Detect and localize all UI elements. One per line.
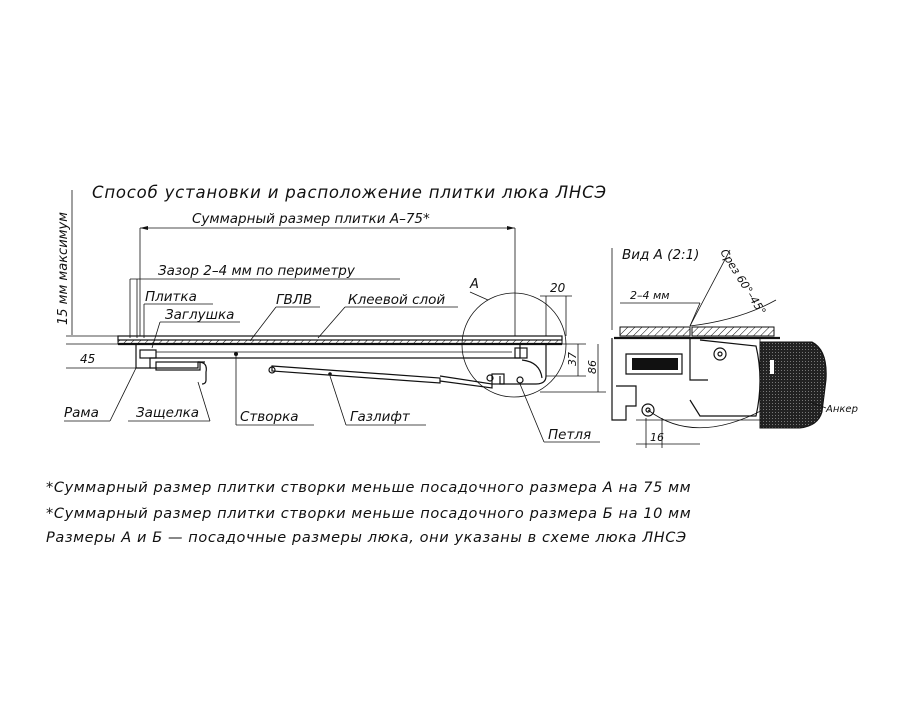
drawing-title: Способ установки и расположение плитки л… [92, 183, 607, 202]
glue-label: Клеевой слой [348, 292, 445, 308]
latch-label: Защелка [136, 405, 199, 421]
dim-86: 86 [586, 360, 599, 374]
dim-37: 37 [566, 352, 579, 366]
gaslift-label: Газлифт [350, 409, 411, 425]
leaf-label: Створка [240, 409, 299, 425]
note-1: *Суммарный размер плитки створки меньше … [46, 480, 692, 496]
dim-45: 45 [80, 352, 95, 366]
detail-view-title: Вид А (2:1) [622, 247, 699, 263]
frame-label: Рама [64, 405, 99, 421]
max-height-label: 15 мм максимум [56, 212, 71, 325]
note-2: *Суммарный размер плитки створки меньше … [46, 506, 692, 522]
view-a-marker: А [469, 277, 479, 292]
gvlv-label: ГВЛВ [276, 292, 312, 308]
detail-gap-dimension: 2–4 мм [630, 289, 670, 302]
plug-label: Заглушка [165, 307, 234, 323]
dim-20: 20 [550, 281, 566, 295]
overall-tile-dimension: Суммарный размер плитки А–75* [192, 211, 430, 227]
gap-dimension: Зазор 2–4 мм по периметру [158, 263, 356, 279]
note-3: Размеры А и Б — посадочные размеры люка,… [46, 530, 687, 546]
anchor-label: Анкер [825, 404, 858, 415]
dim-16: 16 [650, 431, 664, 444]
tile-label: Плитка [145, 289, 197, 305]
detail-cut-label: Срез 60°–45° [717, 247, 768, 318]
hinge-label: Петля [548, 427, 591, 443]
